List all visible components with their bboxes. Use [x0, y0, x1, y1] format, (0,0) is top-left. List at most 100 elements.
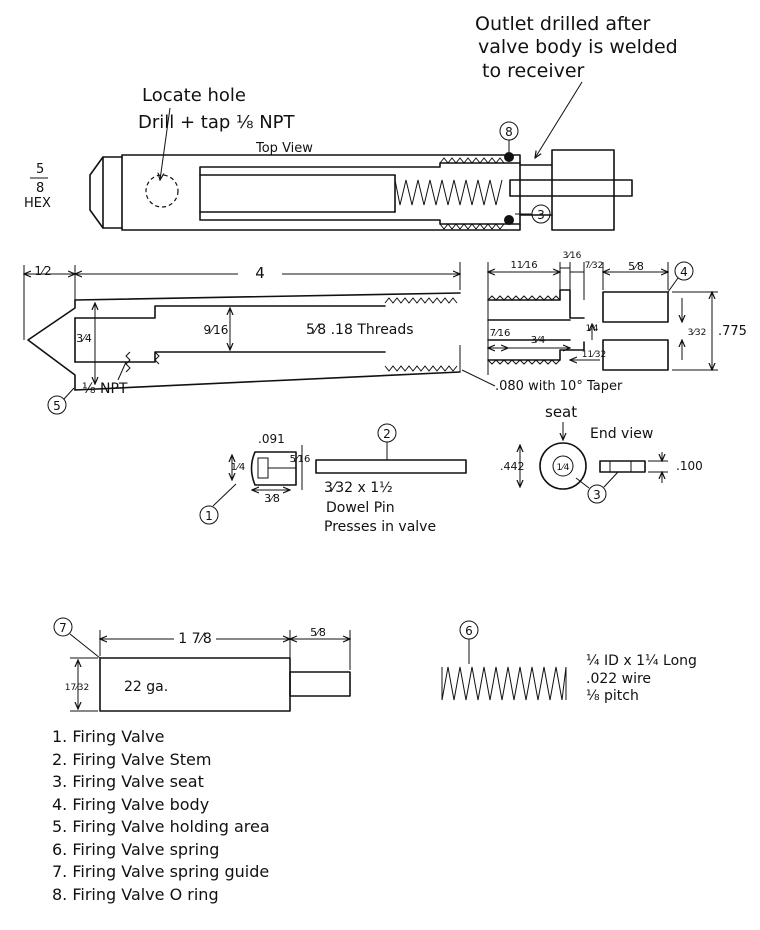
legend-item-2: 2. Firing Valve Stem	[52, 749, 212, 769]
svg-text:5⁄16: 5⁄16	[290, 454, 311, 465]
callout-3-top: 3	[515, 204, 551, 224]
svg-text:Outlet drilled after: Outlet drilled after	[475, 13, 651, 35]
svg-text:5: 5	[36, 162, 44, 177]
dim-five-eighth: 5⁄8	[628, 260, 644, 273]
outlet-note-line3: to receiver	[482, 60, 585, 82]
svg-text:HEX: HEX	[24, 196, 51, 211]
svg-text:4: 4	[680, 265, 688, 279]
svg-text:3⁄32: 3⁄32	[688, 328, 707, 338]
svg-text:1 7⁄8: 1 7⁄8	[178, 631, 212, 647]
svg-text:3⁄16: 3⁄16	[563, 251, 582, 261]
parts-legend: 1. Firing Valve 2. Firing Valve Stem 3. …	[52, 726, 270, 906]
guide-height-dim: 17⁄32	[65, 683, 89, 693]
valve-seat-detail	[520, 422, 668, 490]
svg-text:7⁄16: 7⁄16	[490, 328, 511, 339]
callout-8: 8	[499, 121, 519, 152]
svg-text:⅛ NPT: ⅛ NPT	[82, 381, 128, 397]
firing-valve-detail	[232, 445, 303, 490]
hex-size-denominator: 8	[36, 181, 44, 196]
spring-spec-line2: .022 wire	[586, 671, 651, 687]
svg-text:1⁄2: 1⁄2	[34, 264, 51, 278]
svg-text:5: 5	[53, 399, 61, 413]
legend-item-8: 8. Firing Valve O ring	[52, 884, 219, 904]
locate-note-line1: Locate hole	[142, 85, 246, 106]
callout-7: 7	[53, 617, 101, 659]
valve-body-detail	[461, 262, 718, 387]
svg-text:.775: .775	[718, 324, 747, 339]
dim-100: .100	[676, 459, 703, 473]
callout-5: 5	[47, 387, 75, 415]
svg-text:Dowel Pin: Dowel Pin	[326, 500, 395, 516]
spring-spec-line3: ⅛ pitch	[586, 688, 639, 704]
svg-text:1⁄4: 1⁄4	[586, 324, 599, 334]
svg-text:1⁄4: 1⁄4	[557, 463, 570, 473]
svg-text:.091: .091	[258, 432, 285, 446]
legend-item-6: 6. Firing Valve spring	[52, 839, 220, 859]
spring-detail	[441, 666, 567, 701]
dowel-pin-rect	[315, 459, 467, 474]
dim-three-sixteenth: 3⁄16	[563, 251, 582, 261]
dim-three-quarter: 3⁄4	[76, 332, 92, 345]
svg-text:1⁄4: 1⁄4	[231, 462, 245, 473]
dim-eleven-sixteenth: 11⁄16	[510, 260, 537, 271]
svg-text:7: 7	[59, 621, 67, 635]
svg-text:End view: End view	[590, 426, 653, 442]
svg-text:.442: .442	[500, 460, 525, 473]
svg-text:3: 3	[593, 488, 601, 502]
spring-guide-detail	[70, 630, 350, 712]
svg-text:5⁄8: 5⁄8	[310, 626, 326, 639]
callout-6: 6	[459, 620, 479, 664]
dim-four-inch: 4	[255, 264, 265, 282]
svg-text:8: 8	[505, 125, 513, 139]
dim-eleven-32: 11⁄32	[582, 350, 606, 360]
top-view-label: Top View	[255, 141, 313, 156]
callout-2: 2	[377, 423, 397, 460]
svg-text:9⁄16: 9⁄16	[204, 323, 229, 337]
legend-item-1: 1. Firing Valve	[52, 727, 165, 746]
pin-spec-line1: 3⁄32 x 1½	[324, 480, 393, 496]
callout-1: 1	[199, 483, 237, 525]
svg-text:.080 with 10° Taper: .080 with 10° Taper	[495, 379, 623, 394]
dim-three-quarter-b: 3⁄4	[531, 335, 545, 346]
svg-text:.100: .100	[676, 459, 703, 473]
side-section-drawing	[24, 262, 460, 391]
dim-seven-32: 7⁄32	[585, 261, 604, 271]
callout-4: 4	[667, 261, 694, 293]
npt-note: ⅛ NPT	[82, 381, 128, 397]
seat-label: seat	[545, 403, 577, 421]
outlet-note-line1: Outlet drilled after	[475, 13, 651, 35]
threads-note: 5⁄8 .18 Threads	[306, 322, 414, 338]
dim-442: .442	[500, 460, 525, 473]
svg-text:5⁄8: 5⁄8	[628, 260, 644, 273]
legend-item-3: 3. Firing Valve seat	[52, 772, 204, 791]
svg-text:5⁄8 .18 Threads: 5⁄8 .18 Threads	[306, 322, 414, 338]
svg-text:3⁄8: 3⁄8	[264, 492, 280, 505]
dim-valve-quarter: 1⁄4	[231, 462, 245, 473]
locate-hole-dashed	[145, 174, 179, 208]
legend-item-4: 4. Firing Valve body	[52, 794, 210, 814]
svg-text:.022 wire: .022 wire	[586, 671, 651, 687]
svg-text:6: 6	[465, 624, 473, 638]
pin-spec-line3: Presses in valve	[324, 519, 436, 535]
top-view-spring	[394, 179, 503, 206]
svg-text:4: 4	[255, 264, 265, 282]
outlet-note-line2: valve body is welded	[478, 36, 678, 58]
spring-spec-line1: ¼ ID x 1¼ Long	[586, 653, 697, 669]
svg-text:Drill + tap ⅛ NPT: Drill + tap ⅛ NPT	[138, 112, 296, 133]
dim-775: .775	[718, 324, 747, 339]
svg-text:17⁄32: 17⁄32	[65, 683, 89, 693]
guide-tail-dim: 5⁄8	[310, 626, 326, 639]
svg-text:Top View: Top View	[255, 141, 313, 156]
svg-text:1: 1	[205, 509, 213, 523]
pin-spec-line2: Dowel Pin	[326, 500, 395, 516]
callout-3-seat: 3	[575, 471, 619, 504]
hex-nose-outline	[89, 156, 123, 229]
svg-text:11⁄16: 11⁄16	[510, 260, 537, 271]
top-view-drawing	[89, 81, 633, 231]
legend-item-5: 5. Firing Valve holding area	[52, 817, 270, 836]
guide-gauge-label: 22 ga.	[124, 679, 168, 695]
dim-one-quarter: 1⁄4	[586, 324, 599, 334]
dim-091: .091	[258, 432, 285, 446]
svg-text:3: 3	[537, 208, 545, 222]
